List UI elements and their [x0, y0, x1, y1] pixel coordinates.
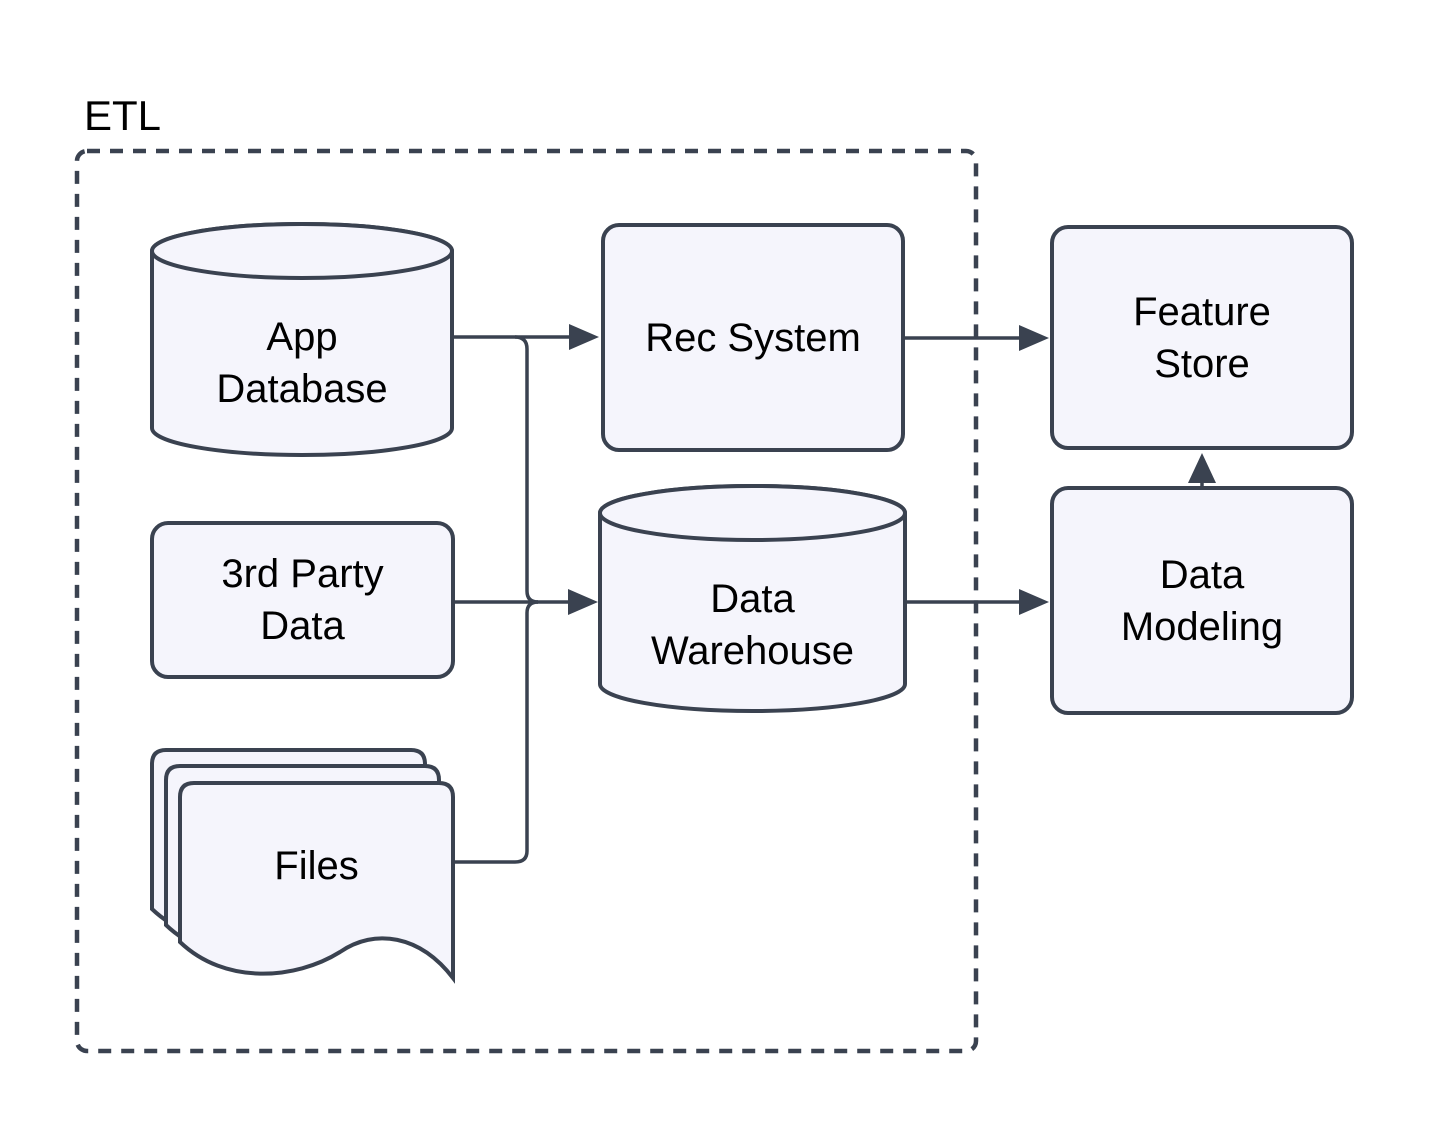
arrowhead-up-into-featurestore-icon — [1188, 453, 1216, 483]
feature-store-label: Feature Store — [1052, 227, 1352, 448]
etl-group-label: ETL — [84, 92, 162, 139]
edge-files-to-warehouse-branch — [455, 600, 539, 864]
feature-store-label-text: Feature Store — [1133, 289, 1271, 386]
app-database-label: App Database — [152, 263, 452, 463]
app-database-cylinder-top — [150, 222, 454, 280]
data-warehouse-label-text: Data Warehouse — [650, 577, 855, 673]
third-party-data-label-text: 3rd Party Data — [221, 552, 384, 648]
third-party-data-box — [150, 521, 455, 679]
arrowhead-into-warehouse-icon — [568, 589, 598, 615]
edge-appdb-to-warehouse-branch — [514, 335, 539, 604]
rec-system-label-text: Rec System — [645, 315, 861, 360]
arrowhead-into-modeling-icon — [1019, 589, 1049, 615]
third-party-data-label: 3rd Party Data — [152, 523, 453, 677]
arrowhead-into-recsystem-icon — [569, 324, 599, 350]
files-document-front — [178, 781, 455, 984]
rec-system-box — [601, 223, 905, 452]
data-warehouse-label: Data Warehouse — [600, 530, 905, 720]
feature-store-box — [1050, 225, 1354, 450]
data-modeling-label: Data Modeling — [1052, 488, 1352, 713]
data-modeling-box — [1050, 486, 1354, 715]
data-warehouse-cylinder-top — [598, 484, 907, 542]
app-database-label-text: App Database — [216, 315, 388, 411]
files-label-text: Files — [274, 843, 359, 888]
arrowhead-into-featurestore-icon — [1019, 325, 1049, 351]
rec-system-label: Rec System — [603, 225, 903, 450]
files-label: Files — [180, 783, 453, 948]
data-modeling-label-text: Data Modeling — [1120, 552, 1284, 649]
